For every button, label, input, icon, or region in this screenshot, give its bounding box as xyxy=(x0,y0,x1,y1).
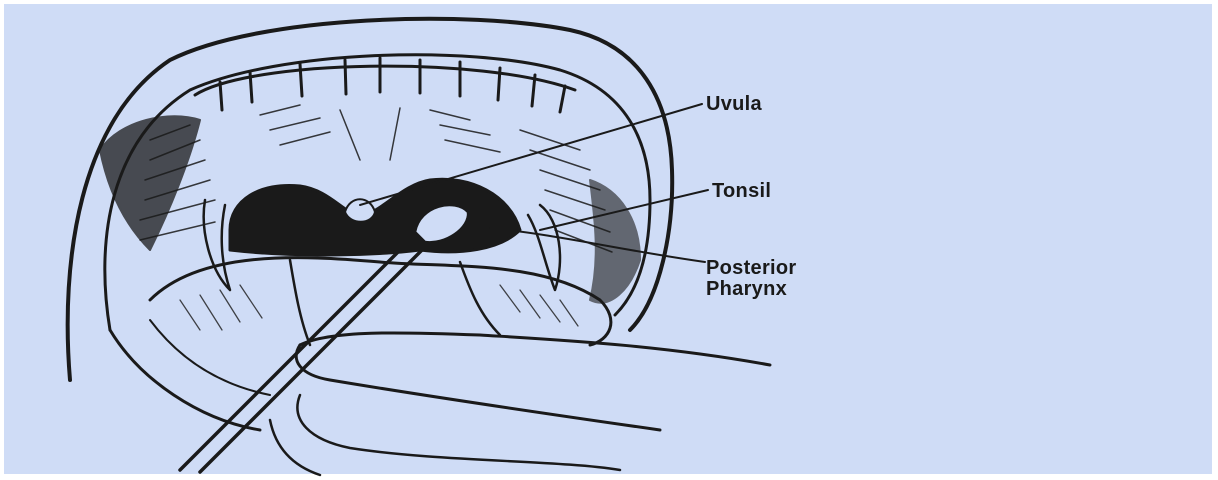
lower-lip-inner xyxy=(150,320,270,395)
tongue-groove-left xyxy=(290,260,310,345)
finger-outline xyxy=(297,395,620,470)
tonsil-label: Tonsil xyxy=(712,181,771,202)
throat-opening xyxy=(230,179,520,255)
posterior-pharynx-label-line2: Pharynx xyxy=(706,279,797,300)
inner-lip-outline xyxy=(105,55,650,330)
posterior-pharynx-label: Posterior Pharynx xyxy=(706,258,797,300)
finger-crease xyxy=(270,420,320,475)
uvula-label: Uvula xyxy=(706,94,762,115)
tongue-depressor-top xyxy=(300,333,770,365)
posterior-pharynx-label-line1: Posterior xyxy=(706,258,797,279)
lower-lip-outline xyxy=(110,330,260,430)
tonsil-left xyxy=(204,200,230,290)
right-cheek-shadow xyxy=(590,180,640,303)
upper-teeth xyxy=(195,58,575,112)
swab-stick-edge-2 xyxy=(200,240,432,472)
tongue-depressor-bottom xyxy=(296,345,660,430)
tongue-groove-right xyxy=(460,262,500,335)
